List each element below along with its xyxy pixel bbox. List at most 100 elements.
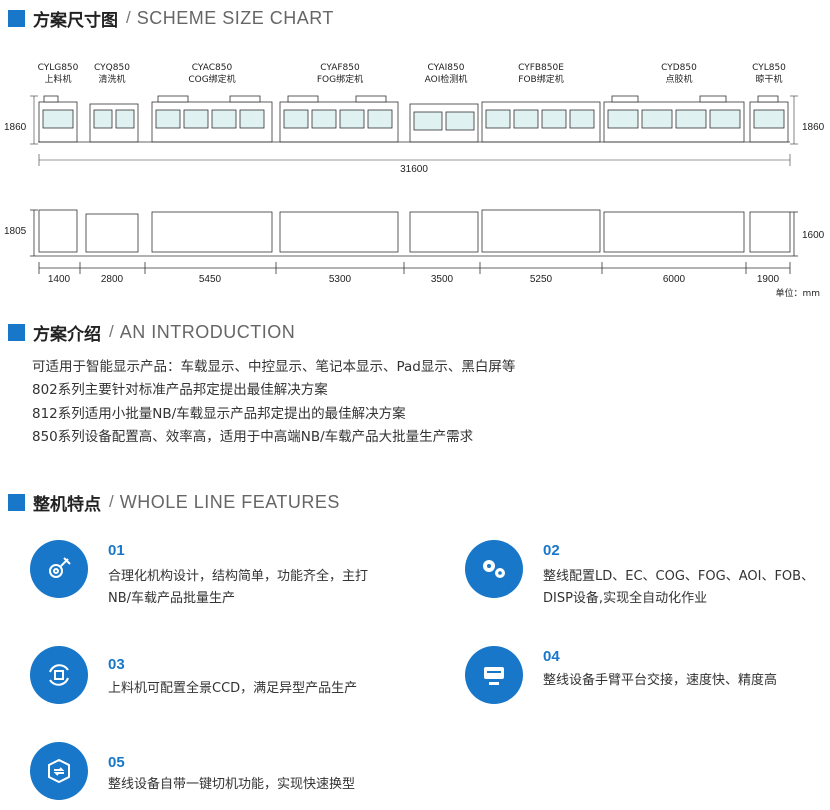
segment-length-4: 5300 <box>329 274 352 285</box>
side-machine-1 <box>38 209 78 253</box>
machine-labels: CYLG850 上料机 CYQ850 清洗机 CYAC850 COG绑定机 CY… <box>38 63 787 85</box>
machine-code-4: CYAF850 <box>320 63 360 73</box>
segment-length-8: 1900 <box>757 274 780 285</box>
height-right-top: 1860 <box>802 122 825 133</box>
segment-length-2: 2800 <box>101 274 124 285</box>
front-machine-8 <box>749 95 789 143</box>
scheme-section-header: 方案尺寸图 / SCHEME SIZE CHART <box>8 6 334 31</box>
feature-line: DISP设备,实现全自动化作业 <box>543 591 708 606</box>
machine-name-1: 上料机 <box>44 73 71 85</box>
feature-item-01: 01 合理化机构设计，结构简单，功能齐全，主打 NB/车载产品批量生产 <box>30 540 410 610</box>
segment-length-1: 1400 <box>48 274 71 285</box>
feature-number: 01 <box>108 542 125 559</box>
side-machine-3 <box>151 211 273 253</box>
height-right-bottom: 1600 <box>802 230 825 241</box>
wrench-gear-icon <box>30 540 88 598</box>
feature-text: 整线配置LD、EC、COG、FOG、AOI、FOB、 DISP设备,实现全自动化… <box>543 566 830 610</box>
machine-name-8: 晾干机 <box>755 73 782 85</box>
machine-code-7: CYD850 <box>661 63 697 73</box>
machine-code-6: CYFB850E <box>518 63 564 73</box>
front-view <box>38 95 790 143</box>
feature-line: 整线配置LD、EC、COG、FOG、AOI、FOB、 <box>543 569 815 584</box>
segment-length-3: 5450 <box>199 274 222 285</box>
section-title-separator: / <box>126 8 131 27</box>
side-view <box>30 209 798 274</box>
feature-text: 整线设备手臂平台交接，速度快、精度高 <box>543 670 830 692</box>
section-title-cn: 方案介绍 <box>33 324 101 345</box>
side-machine-2 <box>85 213 139 253</box>
front-machine-3 <box>151 95 273 143</box>
platform-icon <box>465 646 523 704</box>
feature-item-05: 05 整线设备自带一键切机功能，实现快速换型 <box>30 742 410 808</box>
feature-item-04: 04 整线设备手臂平台交接，速度快、精度高 <box>465 646 830 716</box>
machine-name-3: COG绑定机 <box>188 73 235 85</box>
feature-line: 合理化机构设计，结构简单，功能齐全，主打 <box>108 569 369 584</box>
intro-section-header: 方案介绍 / AN INTRODUCTION <box>8 320 296 345</box>
feature-text: 合理化机构设计，结构简单，功能齐全，主打 NB/车载产品批量生产 <box>108 566 408 610</box>
feature-item-03: 03 上料机可配置全景CCD，满足异型产品生产 <box>30 646 410 716</box>
section-title-separator: / <box>109 492 114 511</box>
height-left-top: 1860 <box>4 122 27 133</box>
feature-text: 上料机可配置全景CCD，满足异型产品生产 <box>108 678 408 700</box>
feature-number: 03 <box>108 656 125 673</box>
front-machine-2 <box>89 103 139 143</box>
section-title-en: AN INTRODUCTION <box>119 321 296 342</box>
feature-number: 05 <box>108 754 125 771</box>
intro-line-2: 802系列主要针对标准产品邦定提出最佳解决方案 <box>32 382 328 399</box>
feature-item-02: 02 整线配置LD、EC、COG、FOG、AOI、FOB、 DISP设备,实现全… <box>465 540 830 610</box>
segment-length-7: 6000 <box>663 274 686 285</box>
side-machine-7 <box>603 211 745 253</box>
feature-line: 整线设备自带一键切机功能，实现快速换型 <box>108 777 356 792</box>
feature-number: 04 <box>543 648 560 665</box>
machine-code-8: CYL850 <box>752 63 786 73</box>
unit-label: 单位：mm <box>775 287 820 299</box>
section-marker <box>8 323 25 341</box>
switch-cube-icon <box>30 742 88 800</box>
machine-name-7: 点胶机 <box>665 73 692 85</box>
intro-text: 可适用于智能显示产品：车载显示、中控显示、笔记本显示、Pad显示、黑白屏等 80… <box>32 356 515 449</box>
section-marker <box>8 9 25 27</box>
intro-line-3: 812系列适用小批量NB/车载显示产品邦定提出的最佳解决方案 <box>32 405 406 422</box>
machine-code-2: CYQ850 <box>94 63 130 73</box>
segment-length-6: 5250 <box>530 274 553 285</box>
front-dimensions <box>30 95 798 166</box>
machine-code-5: CYAI850 <box>428 63 465 73</box>
side-machine-4 <box>279 211 399 253</box>
feature-line: NB/车载产品批量生产 <box>108 591 236 606</box>
machine-name-5: AOI检测机 <box>425 73 468 85</box>
section-title-cn: 方案尺寸图 <box>33 10 118 31</box>
machine-name-4: FOG绑定机 <box>317 73 363 85</box>
front-machine-6 <box>481 101 601 143</box>
side-machine-8 <box>749 211 791 253</box>
front-machine-1 <box>38 95 78 143</box>
gears-icon <box>465 540 523 598</box>
camera-cycle-icon <box>30 646 88 704</box>
front-machine-7 <box>603 95 745 143</box>
feature-line: 整线设备手臂平台交接，速度快、精度高 <box>543 673 778 688</box>
feature-line: 上料机可配置全景CCD，满足异型产品生产 <box>108 681 358 696</box>
section-marker <box>8 493 25 511</box>
section-title-en: SCHEME SIZE CHART <box>136 7 334 28</box>
intro-line-1: 可适用于智能显示产品：车载显示、中控显示、笔记本显示、Pad显示、黑白屏等 <box>32 359 516 375</box>
features-section-header: 整机特点 / WHOLE LINE FEATURES <box>8 490 340 515</box>
side-machine-5 <box>409 211 479 253</box>
segment-length-5: 3500 <box>431 274 454 285</box>
scheme-size-drawing: CYLG850 上料机 CYQ850 清洗机 CYAC850 COG绑定机 CY… <box>0 52 830 302</box>
layout-drawing-svg: CYLG850 上料机 CYQ850 清洗机 CYAC850 COG绑定机 CY… <box>4 63 825 299</box>
machine-code-3: CYAC850 <box>192 63 233 73</box>
front-machine-5 <box>409 103 479 143</box>
segment-lengths: 1400 2800 5450 5300 3500 5250 6000 1900 <box>48 274 780 285</box>
height-left-bottom: 1805 <box>4 226 27 237</box>
feature-text: 整线设备自带一键切机功能，实现快速换型 <box>108 774 408 796</box>
feature-number: 02 <box>543 542 560 559</box>
side-machine-6 <box>481 209 601 253</box>
total-length: 31600 <box>400 164 428 175</box>
intro-line-4: 850系列设备配置高、效率高，适用于中高端NB/车载产品大批量生产需求 <box>32 428 474 445</box>
section-title-en: WHOLE LINE FEATURES <box>119 491 340 512</box>
machine-code-1: CYLG850 <box>38 63 79 73</box>
section-title-separator: / <box>109 322 114 341</box>
section-title-cn: 整机特点 <box>33 494 101 515</box>
machine-name-2: 清洗机 <box>98 73 125 85</box>
machine-name-6: FOB绑定机 <box>518 73 563 85</box>
front-machine-4 <box>279 95 399 143</box>
